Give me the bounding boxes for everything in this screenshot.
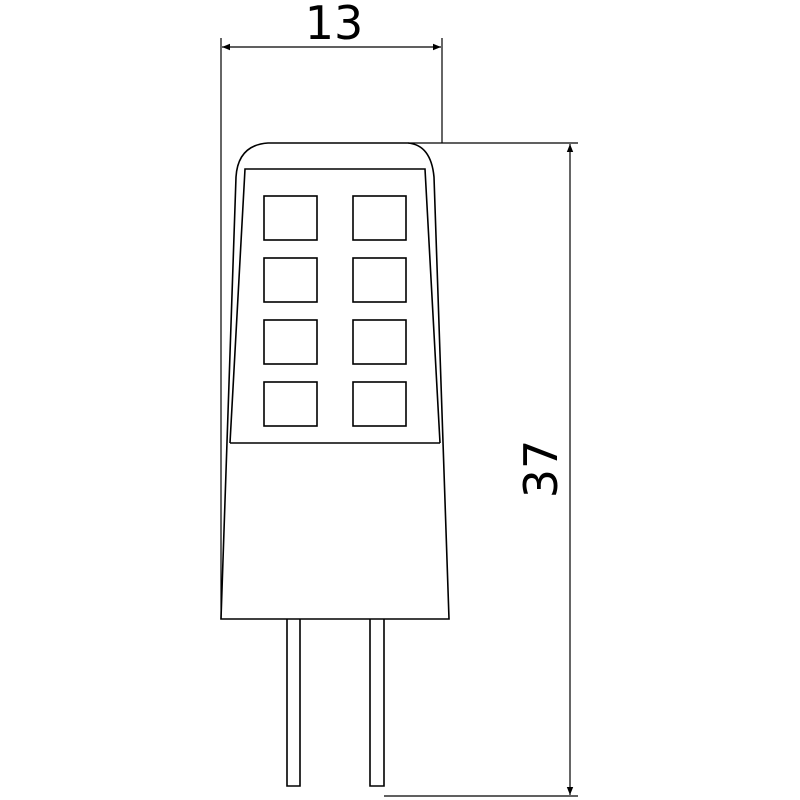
led-chip (263, 319, 318, 365)
led-chip-grid (263, 195, 407, 427)
led-board (229, 168, 441, 444)
bulb-outline (220, 142, 450, 620)
led-chip (263, 381, 318, 427)
led-chip (352, 195, 407, 241)
height-dimension-label: 37 (514, 440, 568, 499)
led-chip (352, 319, 407, 365)
led-chip (263, 257, 318, 303)
height-dimension (384, 142, 578, 797)
width-dimension-label: 13 (305, 0, 364, 50)
led-chip (352, 257, 407, 303)
pin-left (286, 619, 301, 787)
led-chip (263, 195, 318, 241)
pin-right (369, 619, 385, 787)
led-chip (352, 381, 407, 427)
width-dimension (220, 38, 443, 619)
